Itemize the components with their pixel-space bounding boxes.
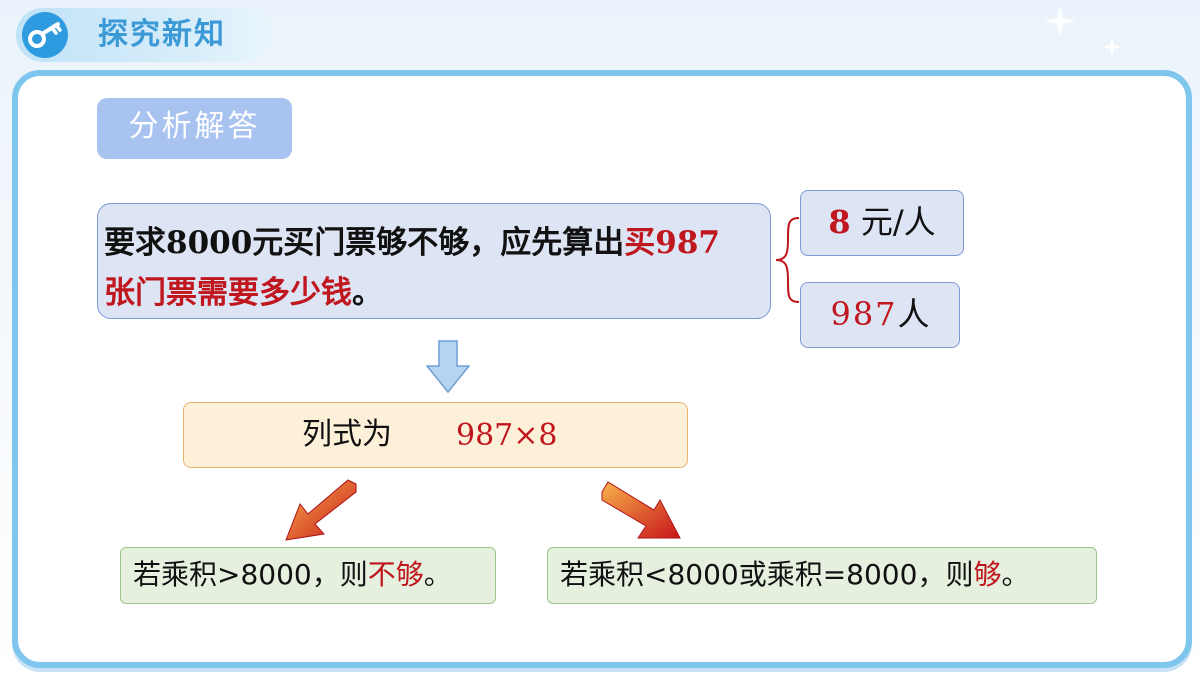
fact-unit: 元/人 (850, 203, 936, 241)
fact-number: 987 (830, 295, 898, 333)
analysis-line-2: 张门票需要多少钱。 (104, 268, 770, 318)
sparkle-icon (1044, 6, 1076, 37)
arrow-down-right-icon (601, 481, 681, 539)
page-title: 探究新知 (98, 17, 226, 52)
analysis-highlight: 买 (624, 225, 656, 261)
fact-number: 8 (828, 203, 851, 241)
condition-sufficient: 若乘积<8000或乘积=8000，则够。 (547, 547, 1097, 604)
analysis-number: 8000 (166, 225, 253, 261)
fact-price-per-person: 8 元/人 (800, 190, 964, 256)
key-icon (22, 12, 68, 58)
brace-icon (775, 217, 800, 303)
condition-text: 若乘积>8000，则 (133, 558, 368, 591)
analysis-text: 要求 (104, 225, 166, 261)
analysis-text: 元买门票够不够，应先算出 (252, 225, 625, 261)
formula-label: 列式为 (302, 417, 392, 452)
condition-highlight: 不够 (367, 558, 424, 591)
condition-insufficient: 若乘积>8000，则不够。 (120, 547, 496, 604)
formula-box: 列式为 987×8 (183, 402, 688, 468)
condition-end: 。 (1001, 558, 1030, 591)
condition-end: 。 (423, 558, 452, 591)
analysis-box: 要求8000元买门票够不够，应先算出买987 张门票需要多少钱。 (97, 203, 771, 319)
analysis-line-1: 要求8000元买门票够不够，应先算出买987 (104, 218, 770, 268)
section-label: 分析解答 (97, 98, 292, 159)
arrow-down-left-icon (285, 479, 357, 541)
down-arrow-icon (426, 340, 470, 394)
condition-text: 若乘积<8000或乘积=8000，则 (560, 558, 974, 591)
analysis-text: 。 (352, 275, 383, 311)
fact-unit: 人 (897, 295, 930, 333)
fact-people-count: 987人 (800, 282, 960, 348)
condition-highlight: 够 (973, 558, 1002, 591)
analysis-highlight-number: 987 (655, 225, 720, 261)
formula-expression: 987×8 (456, 418, 558, 453)
sparkle-icon (1102, 37, 1122, 57)
analysis-highlight: 张门票需要多少钱 (104, 275, 352, 311)
